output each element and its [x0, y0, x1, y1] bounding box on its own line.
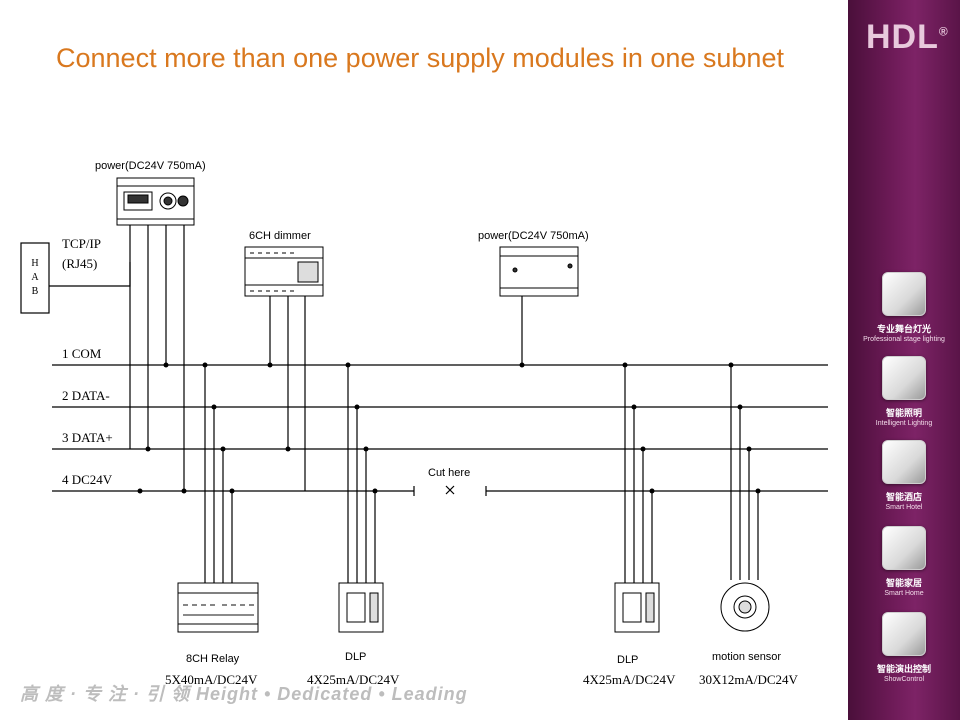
- slide-title: Connect more than one power supply modul…: [56, 43, 784, 73]
- sidebar-item-cn: 专业舞台灯光: [876, 325, 931, 335]
- motion-sensor-spec: 30X12mA/DC24V: [699, 672, 799, 687]
- power-supply-module-2: [499, 246, 579, 297]
- wiring-diagram: H A B: [20, 160, 828, 687]
- cut-here-label: Cut here: [428, 467, 470, 479]
- sidebar-item-en: Smart Home: [884, 590, 924, 597]
- relay-label: 8CH Relay: [186, 653, 240, 665]
- relay-module: [177, 582, 259, 633]
- hdl-logo: HDL®: [866, 18, 949, 57]
- power-supply-1-label: power(DC24V 750mA): [95, 160, 206, 172]
- motion-sensor-label: motion sensor: [712, 651, 781, 663]
- logo-text: HDL: [866, 18, 939, 56]
- sidebar-item-cn: 智能照明: [885, 409, 922, 419]
- footer-slogan: 高 度 · 专 注 · 引 领 Height • Dedicated • Lea…: [20, 684, 468, 704]
- bus-label-data-minus: 2 DATA-: [62, 388, 110, 403]
- hab-letter-b: B: [32, 286, 39, 297]
- sidebar-item-en: Smart Hotel: [885, 504, 923, 511]
- hab-gateway: [20, 242, 50, 314]
- hab-letter-h: H: [31, 258, 38, 269]
- lightbulb-icon: [882, 356, 926, 400]
- dlp-2-label: DLP: [617, 654, 638, 666]
- power-supply-2-label: power(DC24V 750mA): [478, 230, 589, 242]
- registered-mark: ®: [938, 24, 949, 39]
- dimmer-module: [244, 246, 324, 297]
- bus-label-data-plus: 3 DATA+: [62, 430, 113, 445]
- sidebar-item-cn: 智能演出控制: [876, 665, 931, 675]
- sidebar-item-en: Professional stage lighting: [863, 336, 945, 343]
- junction-dots: [137, 362, 761, 494]
- show-control-icon: [882, 612, 926, 656]
- sidebar-item-en: ShowControl: [883, 676, 925, 683]
- relay-spec: 5X40mA/DC24V: [165, 672, 258, 687]
- sidebar-item-smart-home[interactable]: 智能家居 Smart Home: [858, 526, 950, 597]
- sidebar-item-intelligent-lighting[interactable]: 智能照明 Intelligent Lighting: [858, 356, 950, 427]
- sidebar-item-cn: 智能酒店: [885, 493, 922, 503]
- power-supply-module-1: [116, 177, 195, 226]
- dlp-1-spec: 4X25mA/DC24V: [307, 672, 400, 687]
- sidebar-item-show-control[interactable]: 智能演出控制 ShowControl: [858, 612, 950, 683]
- motion-sensor: [720, 582, 770, 632]
- dlp-1-label: DLP: [345, 651, 366, 663]
- sidebar-item-smart-hotel[interactable]: 智能酒店 Smart Hotel: [858, 440, 950, 511]
- hotel-icon: [882, 440, 926, 484]
- home-icon: [882, 526, 926, 570]
- dlp-panel-2: [614, 582, 660, 633]
- bus-label-com: 1 COM: [62, 346, 102, 361]
- sidebar-item-cn: 智能家居: [885, 579, 922, 589]
- hab-letter-a: A: [31, 272, 39, 283]
- dlp-2-spec: 4X25mA/DC24V: [583, 672, 676, 687]
- sidebar-item-en: Intelligent Lighting: [875, 420, 933, 427]
- bus-label-dc24v: 4 DC24V: [62, 472, 113, 487]
- dlp-panel-1: [338, 582, 384, 633]
- rj45-label: (RJ45): [62, 256, 97, 271]
- dimmer-label: 6CH dimmer: [249, 230, 311, 242]
- sidebar-item-stage-lighting[interactable]: 专业舞台灯光 Professional stage lighting: [858, 272, 950, 343]
- tcp-ip-label: TCP/IP: [62, 236, 101, 251]
- stage-lighting-icon: [882, 272, 926, 316]
